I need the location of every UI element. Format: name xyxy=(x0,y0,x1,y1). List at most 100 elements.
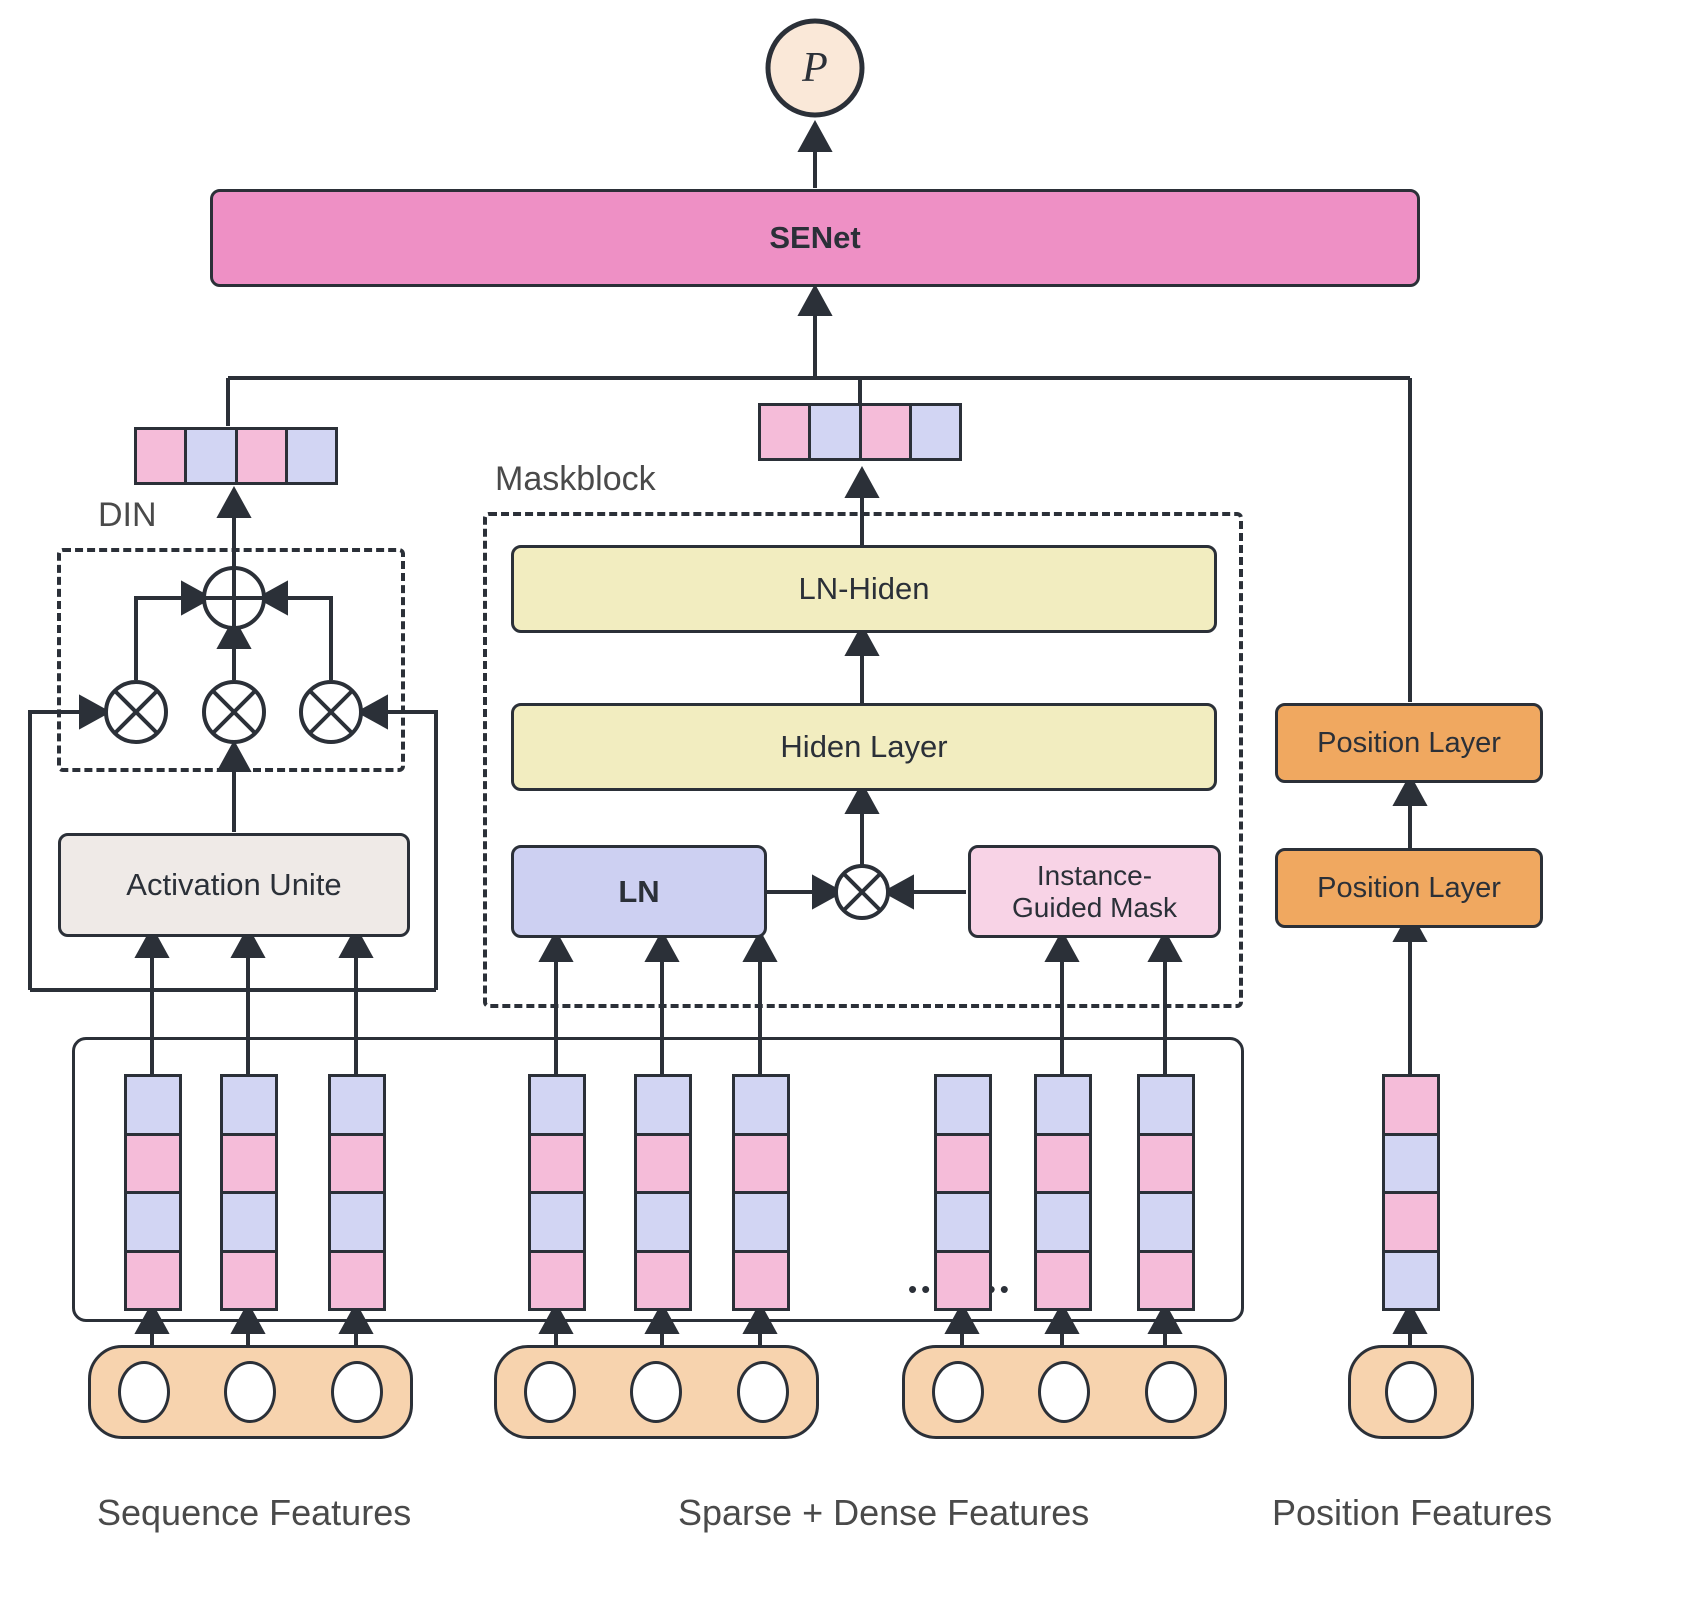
embedding-cell xyxy=(911,406,959,458)
embedding-cell xyxy=(531,1252,583,1308)
position-layer-top-block[interactable]: Position Layer xyxy=(1275,703,1543,783)
din-dashed-group xyxy=(57,548,405,772)
embedding-column xyxy=(328,1074,386,1311)
embedding-cell xyxy=(237,430,288,482)
embedding-cell xyxy=(637,1252,689,1308)
embedding-column xyxy=(124,1074,182,1311)
hiden-layer-block[interactable]: Hiden Layer xyxy=(511,703,1217,791)
instance-mask-label-line2: Guided Mask xyxy=(1012,891,1177,923)
ln-hiden-block[interactable]: LN-Hiden xyxy=(511,545,1217,633)
sparse-dense-features-group-right[interactable] xyxy=(902,1345,1227,1439)
embedding-cell xyxy=(735,1077,787,1136)
embedding-cell xyxy=(1140,1194,1192,1253)
feature-node-icon xyxy=(1038,1361,1091,1423)
embedding-cell xyxy=(531,1077,583,1136)
embedding-cell xyxy=(223,1194,275,1253)
output-probability-label: P xyxy=(802,45,828,91)
feature-node-icon xyxy=(224,1361,277,1423)
output-probability-node xyxy=(765,18,865,118)
senet-label: SENet xyxy=(769,220,861,255)
maskblock-dashed-group xyxy=(483,512,1243,1008)
instance-mask-label-line1: Instance- xyxy=(1036,860,1153,892)
maskblock-output-embedding-bar xyxy=(758,403,962,461)
din-group-label: DIN xyxy=(98,496,157,534)
position-layer-bottom-block[interactable]: Position Layer xyxy=(1275,848,1543,928)
embedding-cell xyxy=(127,1194,179,1253)
embedding-cell xyxy=(637,1194,689,1253)
embedding-cell xyxy=(861,406,912,458)
embedding-cell xyxy=(637,1077,689,1136)
embedding-column xyxy=(634,1074,692,1311)
din-operators xyxy=(104,566,363,744)
embedding-cell xyxy=(1037,1135,1089,1194)
embedding-cell xyxy=(1385,1077,1437,1136)
embedding-cell xyxy=(331,1194,383,1253)
embedding-cell xyxy=(531,1194,583,1253)
embedding-cell xyxy=(937,1135,989,1194)
embedding-cell xyxy=(735,1252,787,1308)
embedding-cell xyxy=(331,1252,383,1308)
embedding-column xyxy=(528,1074,586,1311)
feature-node-icon xyxy=(524,1361,577,1423)
embedding-cell xyxy=(127,1135,179,1194)
embedding-cell xyxy=(1385,1252,1437,1308)
embedding-cell xyxy=(223,1077,275,1136)
embedding-cell xyxy=(761,406,812,458)
position-layer-top-label: Position Layer xyxy=(1317,726,1501,759)
maskblock-group-label: Maskblock xyxy=(495,460,656,498)
embedding-cell xyxy=(331,1077,383,1136)
ln-hiden-label: LN-Hiden xyxy=(798,571,930,606)
embedding-cell xyxy=(137,430,188,482)
embedding-cell xyxy=(1385,1135,1437,1194)
sequence-features-label: Sequence Features xyxy=(97,1492,412,1533)
embedding-cell xyxy=(531,1135,583,1194)
sparse-dense-features-group-left[interactable] xyxy=(494,1345,819,1439)
embedding-cell xyxy=(1140,1252,1192,1308)
position-layer-bottom-label: Position Layer xyxy=(1317,871,1501,904)
embedding-cell xyxy=(1385,1194,1437,1253)
embedding-cell xyxy=(1037,1252,1089,1308)
embedding-cell xyxy=(127,1077,179,1136)
embedding-cell xyxy=(287,430,335,482)
ln-block[interactable]: LN xyxy=(511,845,767,938)
position-features-group[interactable] xyxy=(1348,1345,1474,1439)
feature-node-icon xyxy=(736,1361,789,1423)
din-output-embedding-bar xyxy=(134,427,338,485)
embedding-cell xyxy=(735,1135,787,1194)
feature-node-icon xyxy=(1385,1361,1437,1423)
embedding-cell xyxy=(127,1252,179,1308)
embedding-cell xyxy=(811,406,862,458)
position-embedding-column xyxy=(1382,1074,1440,1311)
ln-label: LN xyxy=(618,873,660,909)
sequence-features-group[interactable] xyxy=(88,1345,413,1439)
sparse-dense-features-label: Sparse + Dense Features xyxy=(678,1492,1090,1533)
embedding-column xyxy=(1137,1074,1195,1311)
embedding-cell xyxy=(1140,1135,1192,1194)
embedding-cell xyxy=(937,1194,989,1253)
embedding-cell xyxy=(223,1252,275,1308)
embedding-cell xyxy=(187,430,238,482)
feature-node-icon xyxy=(118,1361,171,1423)
activation-unit-block[interactable]: Activation Unite xyxy=(58,833,410,937)
maskblock-multiply-operator xyxy=(834,864,890,920)
feature-node-icon xyxy=(630,1361,683,1423)
embedding-column xyxy=(220,1074,278,1311)
embedding-cell xyxy=(637,1135,689,1194)
embedding-cell xyxy=(937,1252,989,1308)
embedding-cell xyxy=(331,1135,383,1194)
instance-guided-mask-block[interactable]: Instance- Guided Mask xyxy=(968,845,1221,938)
embedding-cell xyxy=(1140,1077,1192,1136)
embedding-cell xyxy=(937,1077,989,1136)
embedding-layer-container xyxy=(72,1037,1244,1322)
embedding-cell xyxy=(735,1194,787,1253)
feature-node-icon xyxy=(1144,1361,1197,1423)
embedding-cell xyxy=(223,1135,275,1194)
activation-unit-label: Activation Unite xyxy=(126,867,342,902)
hiden-layer-label: Hiden Layer xyxy=(780,729,948,764)
embedding-cell xyxy=(1037,1077,1089,1136)
feature-node-icon xyxy=(932,1361,985,1423)
embedding-cell xyxy=(1037,1194,1089,1253)
senet-block[interactable]: SENet xyxy=(210,189,1420,287)
